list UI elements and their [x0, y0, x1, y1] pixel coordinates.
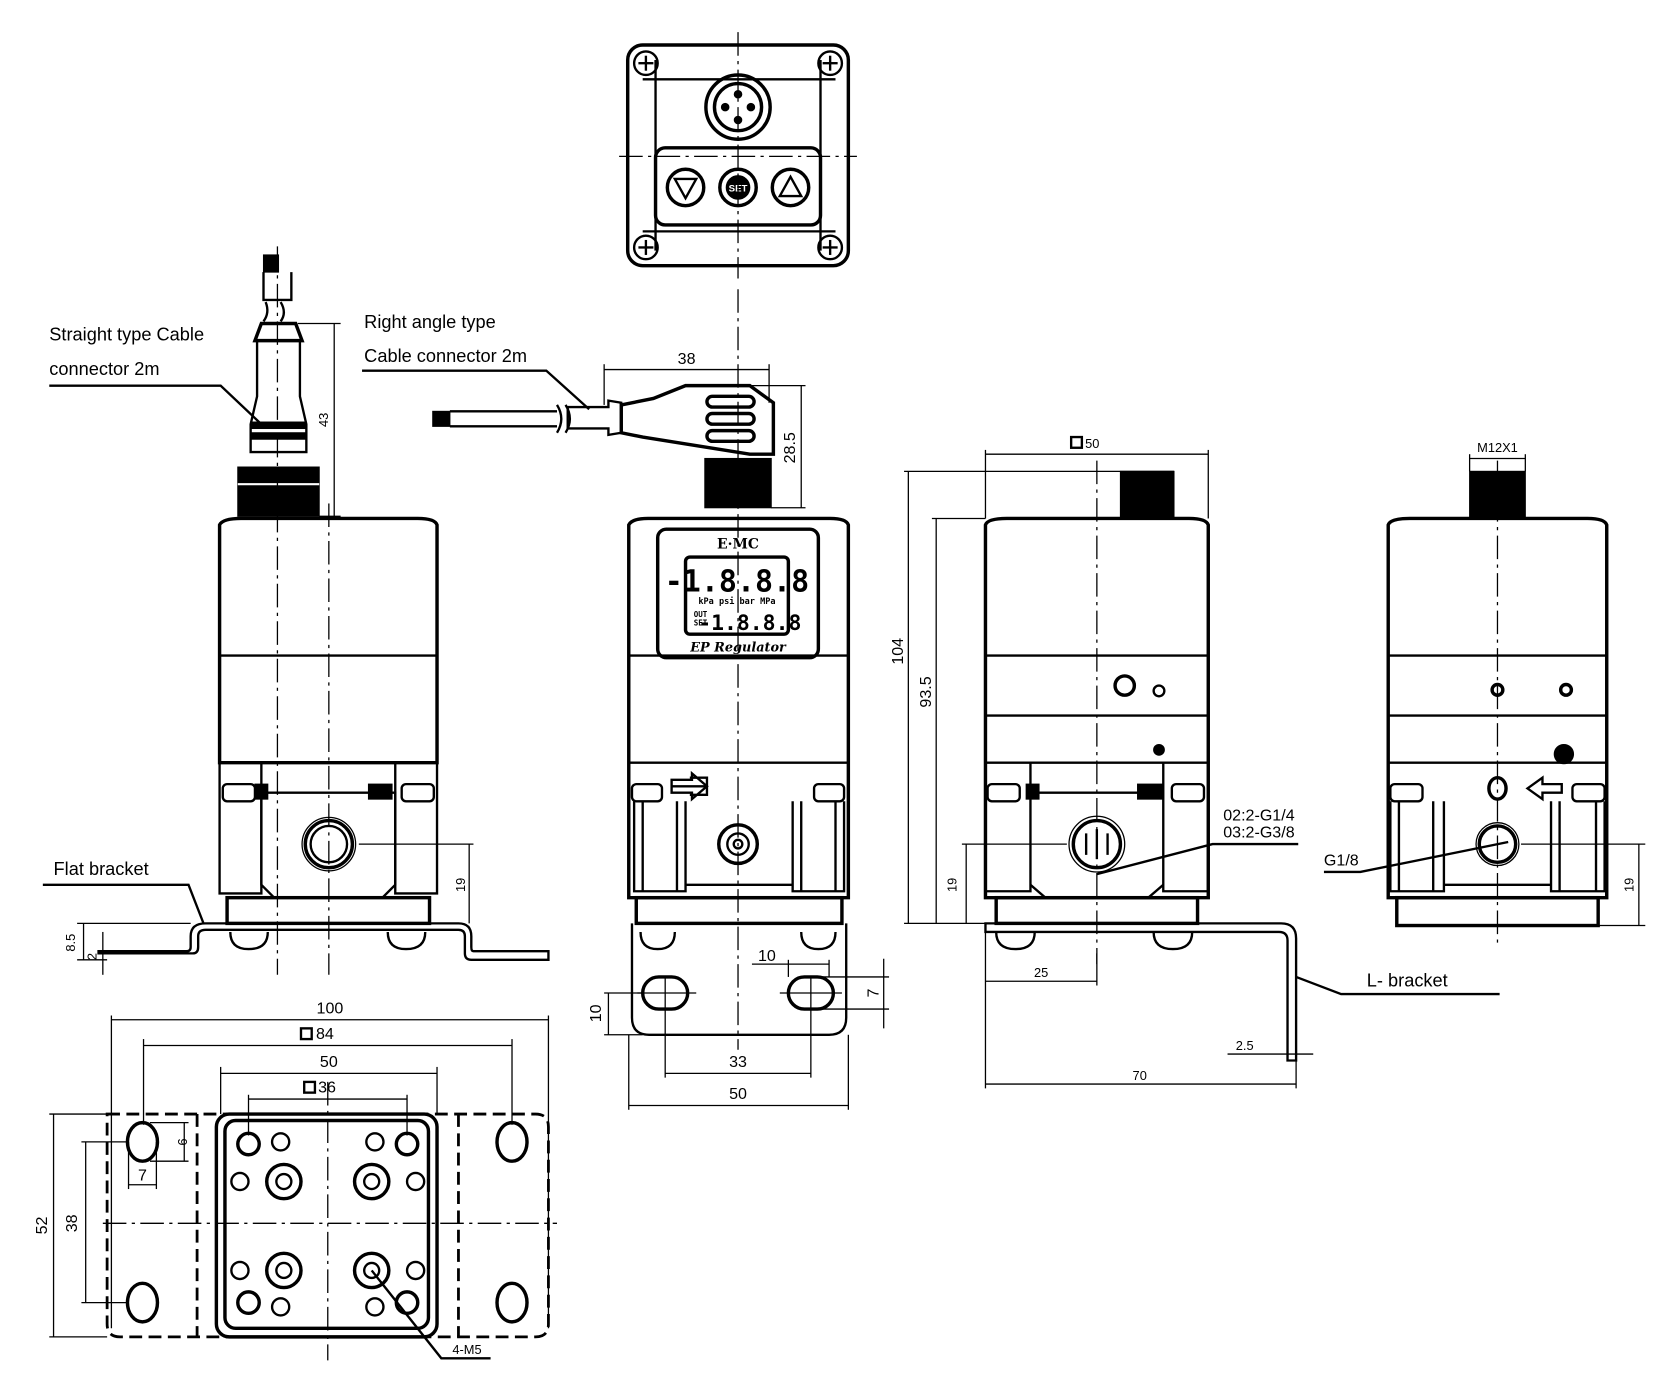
regulator-body — [983, 516, 1210, 900]
label-straight-cable-2: connector 2m — [49, 359, 159, 379]
dim-slot-length: 9 — [175, 1138, 190, 1145]
dim-flat-bracket-hole-pitch: 84 — [316, 1025, 334, 1043]
dim-l-bracket-slot-width: 7 — [864, 988, 882, 997]
lcd-main-readout: -1.8.8.8 — [665, 564, 809, 599]
down-button — [665, 167, 706, 208]
mount-slot — [125, 1281, 160, 1324]
dim-right-angle-width: 38 — [678, 350, 696, 368]
dim-l-bracket-width: 50 — [729, 1085, 747, 1103]
mount-slot — [495, 1281, 529, 1324]
up-arrow-icon — [777, 174, 804, 198]
flat-bracket-outline — [105, 1112, 550, 1339]
flat-bracket — [97, 922, 550, 961]
mount-slot — [495, 1120, 529, 1163]
dim-l-bracket-length: 70 — [1133, 1068, 1147, 1083]
top-view: SET — [619, 32, 857, 279]
dim-flat-bracket-hole-vertical: 38 — [63, 1214, 81, 1232]
dim-flat-bracket-width: 52 — [33, 1216, 51, 1234]
dim-mount-hole-pitch: 36 — [318, 1079, 336, 1097]
label-mount-thread: 4-M5 — [452, 1342, 481, 1357]
lcd-set-label: SET — [694, 619, 708, 628]
adjust-knob-icon — [1113, 674, 1137, 697]
label-right-angle-2: Cable connector 2m — [364, 346, 527, 366]
regulator-base — [214, 1112, 439, 1339]
up-button — [770, 167, 811, 208]
dim-body-height: 93.5 — [917, 676, 935, 707]
dim-port-height-left: 19 — [453, 878, 468, 892]
side-view: 50 104 93.5 19 25 70 2.5 L- bracket 02:2… — [889, 436, 1500, 1089]
regulator-body — [627, 516, 851, 900]
dim-overall-height: 104 — [889, 638, 907, 665]
straight-cable-view: 43 19 8.5 2 Straight type Cable connecto… — [42, 246, 550, 975]
dim-l-bracket-slot-length: 10 — [758, 947, 776, 965]
dim-flat-bracket-thickness: 2 — [84, 953, 99, 960]
dim-flat-bracket-length: 100 — [317, 999, 344, 1017]
dim-l-bracket-offset: 25 — [1034, 965, 1048, 980]
label-l-bracket: L- bracket — [1367, 971, 1448, 991]
down-arrow-icon — [672, 177, 699, 201]
flow-arrow-icon — [1525, 775, 1563, 802]
dim-slot-width: 7 — [138, 1166, 147, 1184]
screw-icon — [632, 50, 659, 77]
dim-right-angle-height: 28.5 — [781, 432, 799, 463]
label-flat-bracket: Flat bracket — [54, 859, 149, 879]
label-port-spec-2: 03:2-G3/8 — [1223, 824, 1294, 842]
dim-port-height-side: 19 — [945, 878, 960, 892]
label-port-spec-1: 02:2-G1/4 — [1223, 807, 1294, 825]
l-bracket — [984, 922, 1298, 1062]
knurled-nut — [237, 466, 320, 517]
dim-l-bracket-edge: 10 — [587, 1004, 605, 1022]
dim-body-square: 50 — [1085, 436, 1099, 451]
dim-port-height-right: 19 — [1622, 878, 1637, 892]
dim-flat-bracket-body-width: 50 — [320, 1053, 338, 1071]
right-angle-cable-view: Right angle type Cable connector 2m E·MC… — [362, 289, 890, 1110]
rear-view: M12X1 19 G1/8 — [1323, 440, 1646, 943]
label-gauge-port: G1/8 — [1324, 852, 1359, 870]
dim-l-bracket-thickness: 2.5 — [1236, 1038, 1254, 1053]
dim-l-bracket-hole-pitch: 33 — [729, 1053, 747, 1071]
lcd-sub-readout: -1.8.8.8 — [698, 611, 801, 636]
label-straight-cable: Straight type Cable — [49, 325, 204, 345]
screw-icon — [817, 234, 844, 261]
regulator-body — [217, 516, 439, 765]
plan-view: 100 84 50 36 52 38 9 7 4-M5 — [33, 999, 557, 1361]
regulator-body — [1386, 516, 1609, 900]
dim-straight-cable-height: 43 — [316, 413, 331, 427]
dim-flat-bracket-height: 8.5 — [63, 934, 78, 952]
lcd-units: kPa psi bar MPa — [698, 596, 775, 607]
mount-slot — [125, 1120, 160, 1163]
label-connector-thread: M12X1 — [1477, 440, 1518, 455]
screw-icon — [632, 234, 659, 261]
lcd-out-label: OUT — [694, 610, 708, 619]
screw-icon — [817, 50, 844, 77]
label-right-angle: Right angle type — [364, 312, 496, 332]
